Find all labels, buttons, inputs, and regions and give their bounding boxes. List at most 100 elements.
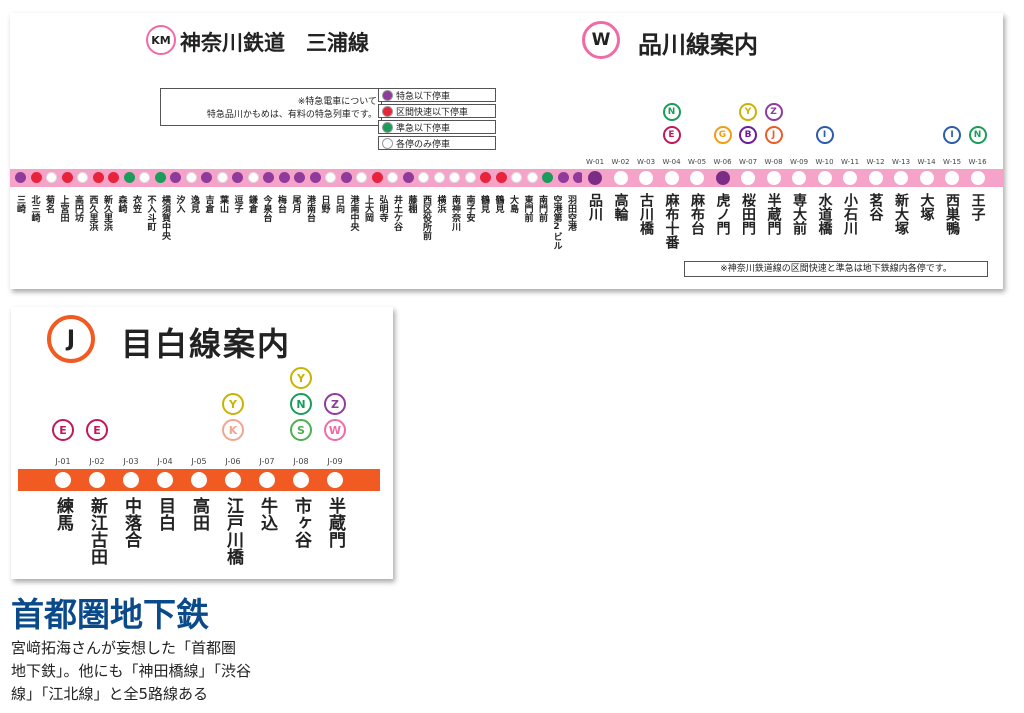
legend-label: 各停のみ停車 [396, 139, 451, 150]
w-station-code: W-12 [866, 158, 885, 166]
j-station-code: J-01 [55, 457, 71, 466]
w-station-code: W-13 [891, 158, 911, 166]
j-station-code: J-05 [191, 457, 207, 466]
w-stop-dot [715, 171, 730, 185]
w-station-name: 茗谷 [867, 193, 884, 221]
w-stop-dot [664, 171, 679, 185]
w-stop-dot [894, 171, 908, 185]
legend-row: 区間快速以下停車 [378, 104, 496, 118]
note-line-2: 特急品川かもめは、有料の特急列車です。 [206, 110, 377, 120]
j-title: 目白線案内 [121, 325, 292, 363]
km-station-name: 衣笠 [131, 195, 141, 213]
km-station-name: 藤棚 [406, 195, 417, 213]
km-station-name: 井土ケ谷 [392, 195, 402, 231]
km-stop-dot [294, 172, 305, 183]
km-station-name: 弘明寺 [377, 195, 388, 222]
legend-swatch [382, 105, 393, 117]
w-stop-dot [868, 171, 883, 185]
w-stop-dot [919, 171, 934, 185]
j-station-name: 目白 [155, 497, 175, 531]
km-stop-dot [170, 172, 181, 183]
transfer-icon: E [662, 126, 681, 144]
w-station-name: 半蔵門 [765, 193, 782, 235]
j-station-code: J-07 [259, 457, 275, 466]
j-stop-dot [327, 472, 343, 488]
km-station-name: 日向 [334, 195, 344, 213]
km-station-name: 西区役所前 [421, 195, 431, 240]
j-stop-dot [293, 472, 309, 488]
km-station-name: 葉山 [218, 195, 228, 213]
w-stop-dot [741, 171, 755, 185]
caption-line-2: 地下鉄」。他にも「神田橋線」「渋谷 [11, 662, 252, 680]
w-station-code: W-08 [764, 158, 783, 166]
w-station-code: W-10 [815, 158, 834, 166]
w-stop-dot [817, 171, 832, 185]
w-station-name: 桜田門 [740, 193, 756, 235]
km-stop-dot [573, 172, 584, 183]
km-station-name: 汐入 [174, 195, 185, 213]
j-station-code: J-04 [157, 457, 173, 466]
j-station-code: J-09 [327, 457, 343, 466]
j-stop-dot [259, 472, 275, 488]
j-station-name: 新江古田 [87, 497, 107, 565]
km-stop-dot [15, 172, 26, 183]
w-station-code: W-05 [687, 158, 707, 166]
w-stop-dot [613, 171, 628, 185]
w-station-code: W-06 [713, 158, 732, 166]
km-stop-dot [309, 172, 321, 183]
km-stop-dot [185, 172, 197, 183]
km-station-name: 今泉台 [261, 195, 272, 222]
km-stop-dot [418, 172, 429, 183]
transfer-icon: J [764, 126, 783, 144]
w-station-name: 王子 [969, 193, 986, 221]
km-stop-dot [511, 172, 522, 183]
km-station-name: 横須賀中央 [160, 195, 170, 240]
w-footnote: ※神奈川鉄道線の区間快速と準急は地下鉄線内各停です。 [684, 261, 988, 277]
note-line-1: ※特急電車について [297, 97, 377, 107]
w-stop-dot [690, 171, 704, 185]
km-station-name: 逸見 [189, 195, 199, 213]
j-stop-dot [225, 472, 241, 488]
w-station-name: 品川 [587, 193, 603, 221]
w-title: 品川線案内 [638, 31, 758, 59]
j-station-code: J-03 [123, 457, 139, 466]
km-station-name: 鶴見 [479, 195, 489, 213]
transfer-icon: Z [324, 393, 346, 415]
transfer-icon: N [290, 393, 312, 415]
km-station-name: 横浜 [435, 195, 446, 213]
km-station-name: 不入斗町 [145, 195, 156, 231]
km-stop-dot [154, 172, 166, 183]
km-stop-dot [371, 172, 383, 183]
km-stop-dot [480, 172, 491, 183]
km-station-name: 吉倉 [203, 195, 214, 213]
j-stop-dot [191, 472, 207, 488]
transfer-icon: I [815, 126, 834, 144]
km-station-name: 東門前 [522, 195, 533, 222]
km-station-name: 鎌倉 [247, 195, 257, 213]
w-stop-dot [639, 171, 653, 185]
km-stop-dot [402, 172, 414, 183]
j-station-name: 江戸川橋 [223, 497, 243, 565]
w-stop-dot [792, 171, 806, 185]
transfer-icon: Z [764, 103, 783, 121]
w-stop-dot [588, 171, 602, 185]
w-station-code: W-11 [840, 158, 860, 166]
legend-label: 準急以下停車 [396, 123, 451, 134]
km-stop-dot [247, 172, 259, 183]
transfer-icon: N [662, 103, 681, 121]
km-station-name: 空港第2ビル [551, 195, 562, 250]
j-station-code: J-08 [293, 457, 309, 466]
j-stop-dot [55, 472, 71, 488]
transfer-icon: I [943, 126, 961, 144]
j-station-name: 中落合 [121, 497, 141, 548]
j-stop-dot [89, 472, 105, 488]
km-title: 神奈川鉄道 三浦線 [180, 31, 369, 55]
km-station-name: 尾月 [290, 195, 301, 213]
legend-swatch [382, 137, 393, 149]
km-stop-dot [495, 172, 507, 183]
km-station-name: 大島 [508, 195, 518, 213]
w-stop-dot [970, 171, 985, 185]
km-stop-dot [464, 172, 476, 183]
j-station-name: 牛込 [257, 497, 277, 531]
w-stop-dot [843, 171, 857, 185]
